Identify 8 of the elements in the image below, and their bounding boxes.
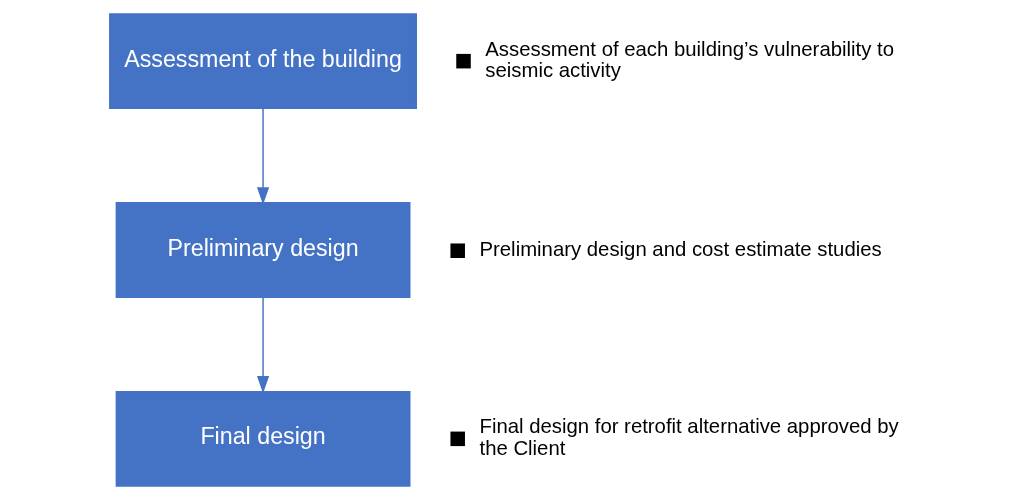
node-label: Assessment of each building’s vulnerability to seismic activity <box>484 37 894 82</box>
node-box: Final design <box>115 390 410 487</box>
node-label: Final design for retrofit alternative approved by the Client <box>479 415 899 460</box>
node-box: Assessment of the building <box>108 13 417 110</box>
node-label: Preliminary design and cost estimate studies <box>479 238 882 261</box>
arrow <box>256 107 269 205</box>
arrow <box>256 296 269 394</box>
node-box: Preliminary design <box>115 202 410 298</box>
